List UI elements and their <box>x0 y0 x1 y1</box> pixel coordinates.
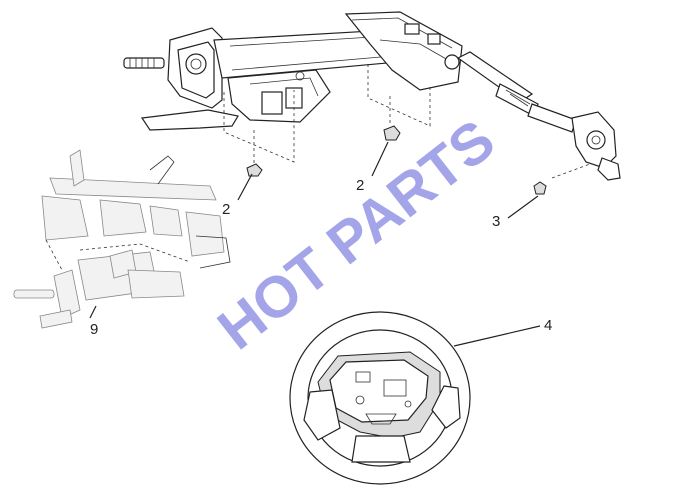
dashboard-crossmember-detail <box>13 149 231 329</box>
callout-2-center: 2 <box>356 177 364 194</box>
callout-4: 4 <box>544 317 552 334</box>
leader-lines <box>89 141 541 347</box>
callout-9: 9 <box>90 321 98 338</box>
steering-column-assembly <box>123 11 621 195</box>
callout-2-left: 2 <box>222 201 230 218</box>
steering-wheel <box>289 311 471 485</box>
callout-3: 3 <box>492 213 500 230</box>
